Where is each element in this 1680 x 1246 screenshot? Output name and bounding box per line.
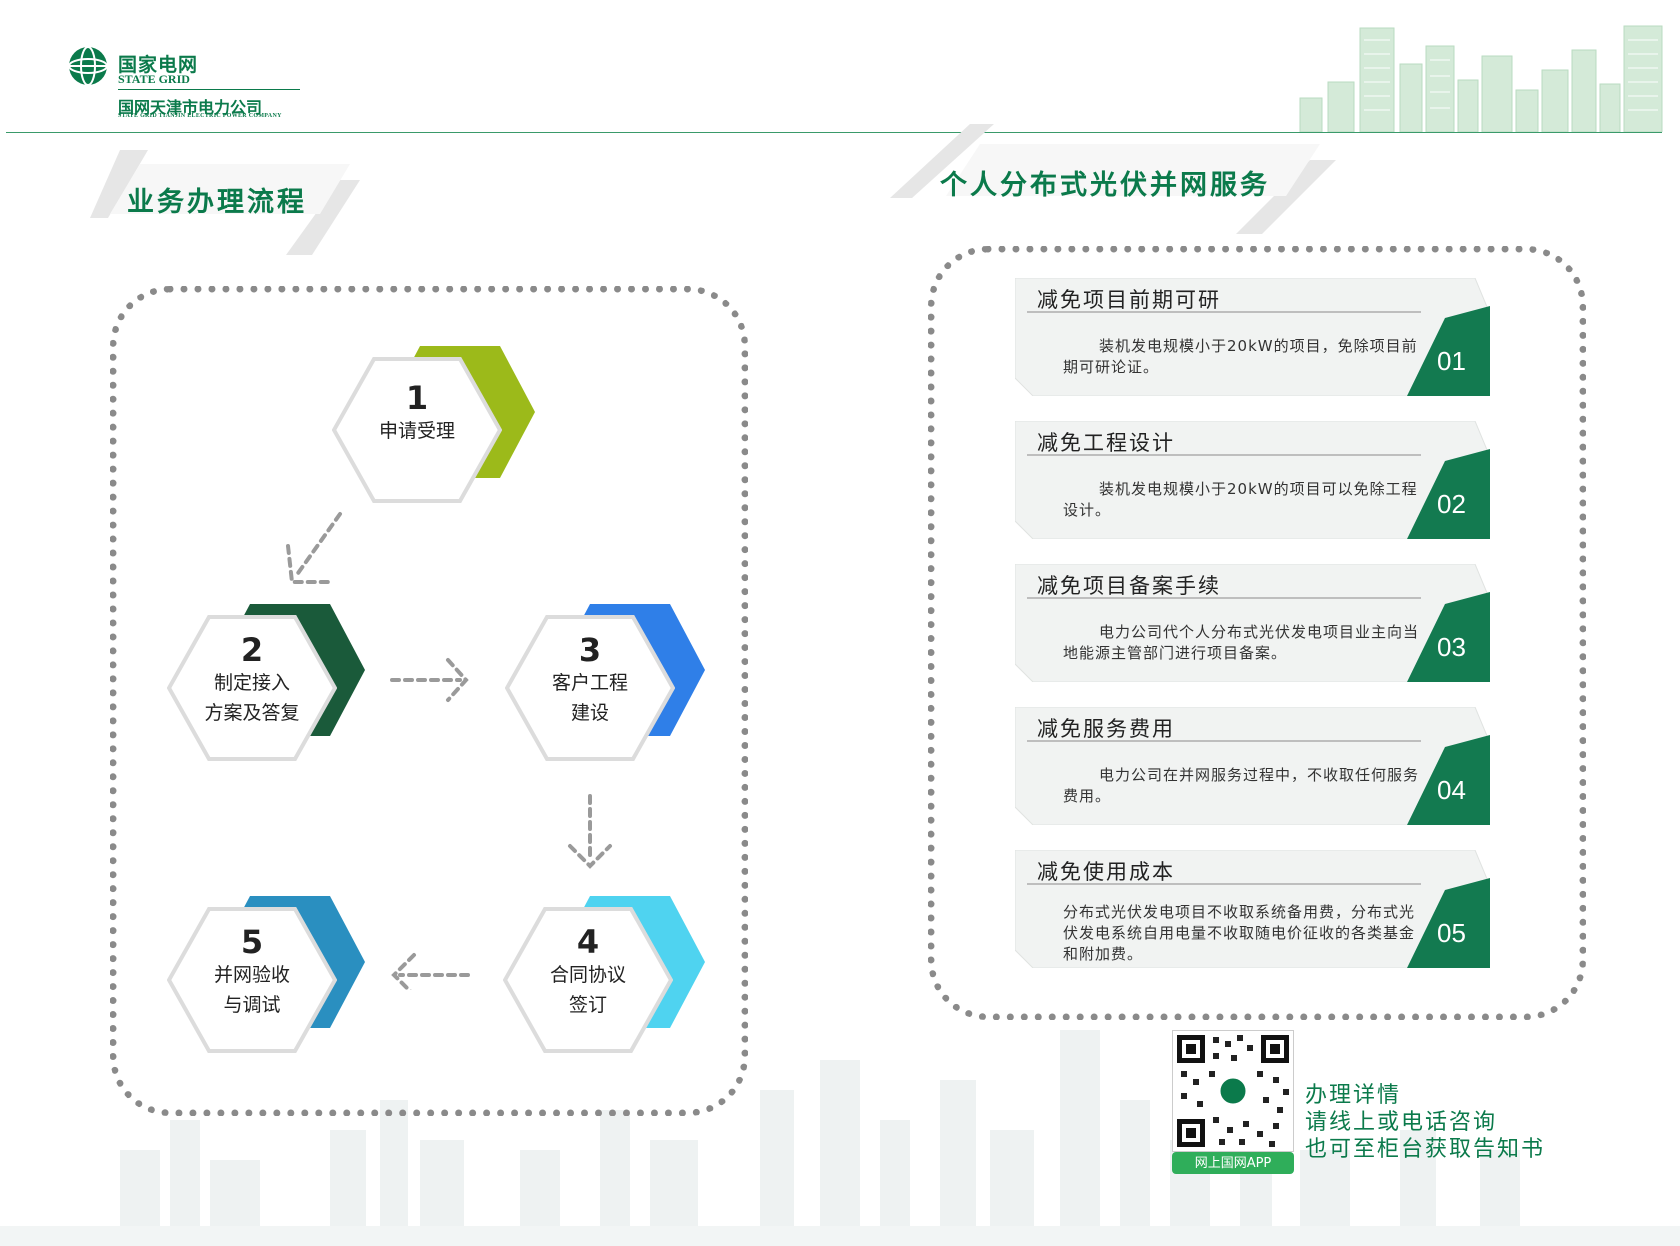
left-section-title: 业务办理流程 [127,187,307,218]
step-5-label-line2: 与调试 [223,994,281,1016]
step-2: 2 制定接入 方案及答复 [167,632,337,728]
service-card-5: 减免使用成本 分布式光伏发电项目不收取系统备用费，分布式光伏发电系统自用电量不收… [1015,850,1490,968]
card-1-description: 装机发电规模小于20kW的项目，免除项目前期可研论证。 [1063,337,1418,376]
hex-node-3 [505,615,675,761]
card-4-number: 04 [1437,775,1466,805]
service-card-4: 减免服务费用 电力公司在并网服务过程中，不收取任何服务费用。 04 [1015,707,1490,825]
logo-en-text: STATE GRID [118,72,190,86]
card-bg [1015,278,1490,396]
step-1: 1 申请受理 [332,380,502,446]
card-3-number: 03 [1437,632,1466,662]
card-5-description: 分布式光伏发电项目不收取系统备用费，分布式光伏发电系统自用电量不收取随电价征收的… [1063,903,1416,963]
card-5-number: 05 [1437,918,1466,948]
card-2-number: 02 [1437,489,1466,519]
card-2-title: 减免工程设计 [1037,431,1175,455]
card-3-title: 减免项目备案手续 [1037,574,1221,598]
contact-line-1: 办理详情 [1305,1083,1402,1108]
left-title-banner [90,150,360,255]
step-3-number: 3 [578,631,602,669]
card-2-description: 装机发电规模小于20kW的项目可以免除工程设计。 [1063,480,1418,519]
hex-node-2 [167,615,337,761]
step-2-label-line1: 制定接入 [213,672,290,694]
step-5-number: 5 [240,923,264,961]
service-container [928,246,1586,1020]
step-2-number: 2 [240,631,264,669]
qr-code[interactable] [1172,1030,1294,1152]
step-5: 5 并网验收 与调试 [167,924,337,1020]
step-3-label-line2: 建设 [570,702,609,724]
step-1-number: 1 [405,379,429,417]
card-1-number: 01 [1437,346,1466,376]
service-card-1: 减免项目前期可研 装机发电规模小于20kW的项目，免除项目前期可研论证。 01 [1015,278,1490,396]
qr-pattern-icon [1177,1035,1289,1147]
step-2-label-line2: 方案及答复 [204,702,300,724]
hex-node-1 [332,357,502,503]
right-section-title: 个人分布式光伏并网服务 [940,170,1270,201]
step-4-label-line1: 合同协议 [549,964,626,986]
card-bg [1015,421,1490,539]
card-1-title: 减免项目前期可研 [1037,288,1221,312]
step-5-label-line1: 并网验收 [213,964,290,986]
city-skyline-top [1299,25,1663,132]
card-bg [1015,564,1490,682]
header-divider [6,132,1662,133]
step-4: 4 合同协议 签订 [503,924,673,1020]
card-bg [1015,850,1490,968]
process-container [110,286,748,1116]
right-title-banner [890,124,1336,234]
process-arrows [286,512,612,990]
qr-label-bar: 网上国网APP [1172,1152,1294,1174]
step-3: 3 客户工程 建设 [505,632,675,728]
company-name-en: STATE GRID TIANJIN ELECTRIC POWER COMPAN… [118,113,282,119]
service-card-3: 减免项目备案手续 电力公司代个人分布式光伏发电项目业主向当地能源主管部门进行项目… [1015,564,1490,682]
logo-cn-text: 国家电网 [118,54,199,76]
card-4-description: 电力公司在并网服务过程中，不收取任何服务费用。 [1063,766,1420,805]
contact-info: 办理详情 请线上或电话咨询 也可至柜台获取告知书 [1305,1082,1545,1163]
service-card-2: 减免工程设计 装机发电规模小于20kW的项目可以免除工程设计。 02 [1015,421,1490,539]
qr-label: 网上国网APP [1194,1156,1272,1171]
card-4-title: 减免服务费用 [1037,717,1175,741]
state-grid-logo-icon [68,46,108,86]
step-4-label-line2: 签订 [568,994,607,1016]
hex-node-4 [503,907,673,1053]
company-name: 国网天津市电力公司 [118,98,263,117]
contact-line-3: 也可至柜台获取告知书 [1305,1137,1546,1162]
step-1-label: 申请受理 [378,420,455,442]
contact-line-2: 请线上或电话咨询 [1305,1110,1498,1135]
logo-divider [118,89,300,90]
card-3-description: 电力公司代个人分布式光伏发电项目业主向当地能源主管部门进行项目备案。 [1063,623,1420,662]
card-bg [1015,707,1490,825]
step-4-number: 4 [576,923,600,961]
hex-node-5 [167,907,337,1053]
city-skyline-bottom [0,1030,1680,1246]
service-cards: 减免项目前期可研 装机发电规模小于20kW的项目，免除项目前期可研论证。 01 … [1015,278,1490,978]
step-3-label-line1: 客户工程 [551,672,628,694]
card-5-title: 减免使用成本 [1037,860,1175,884]
